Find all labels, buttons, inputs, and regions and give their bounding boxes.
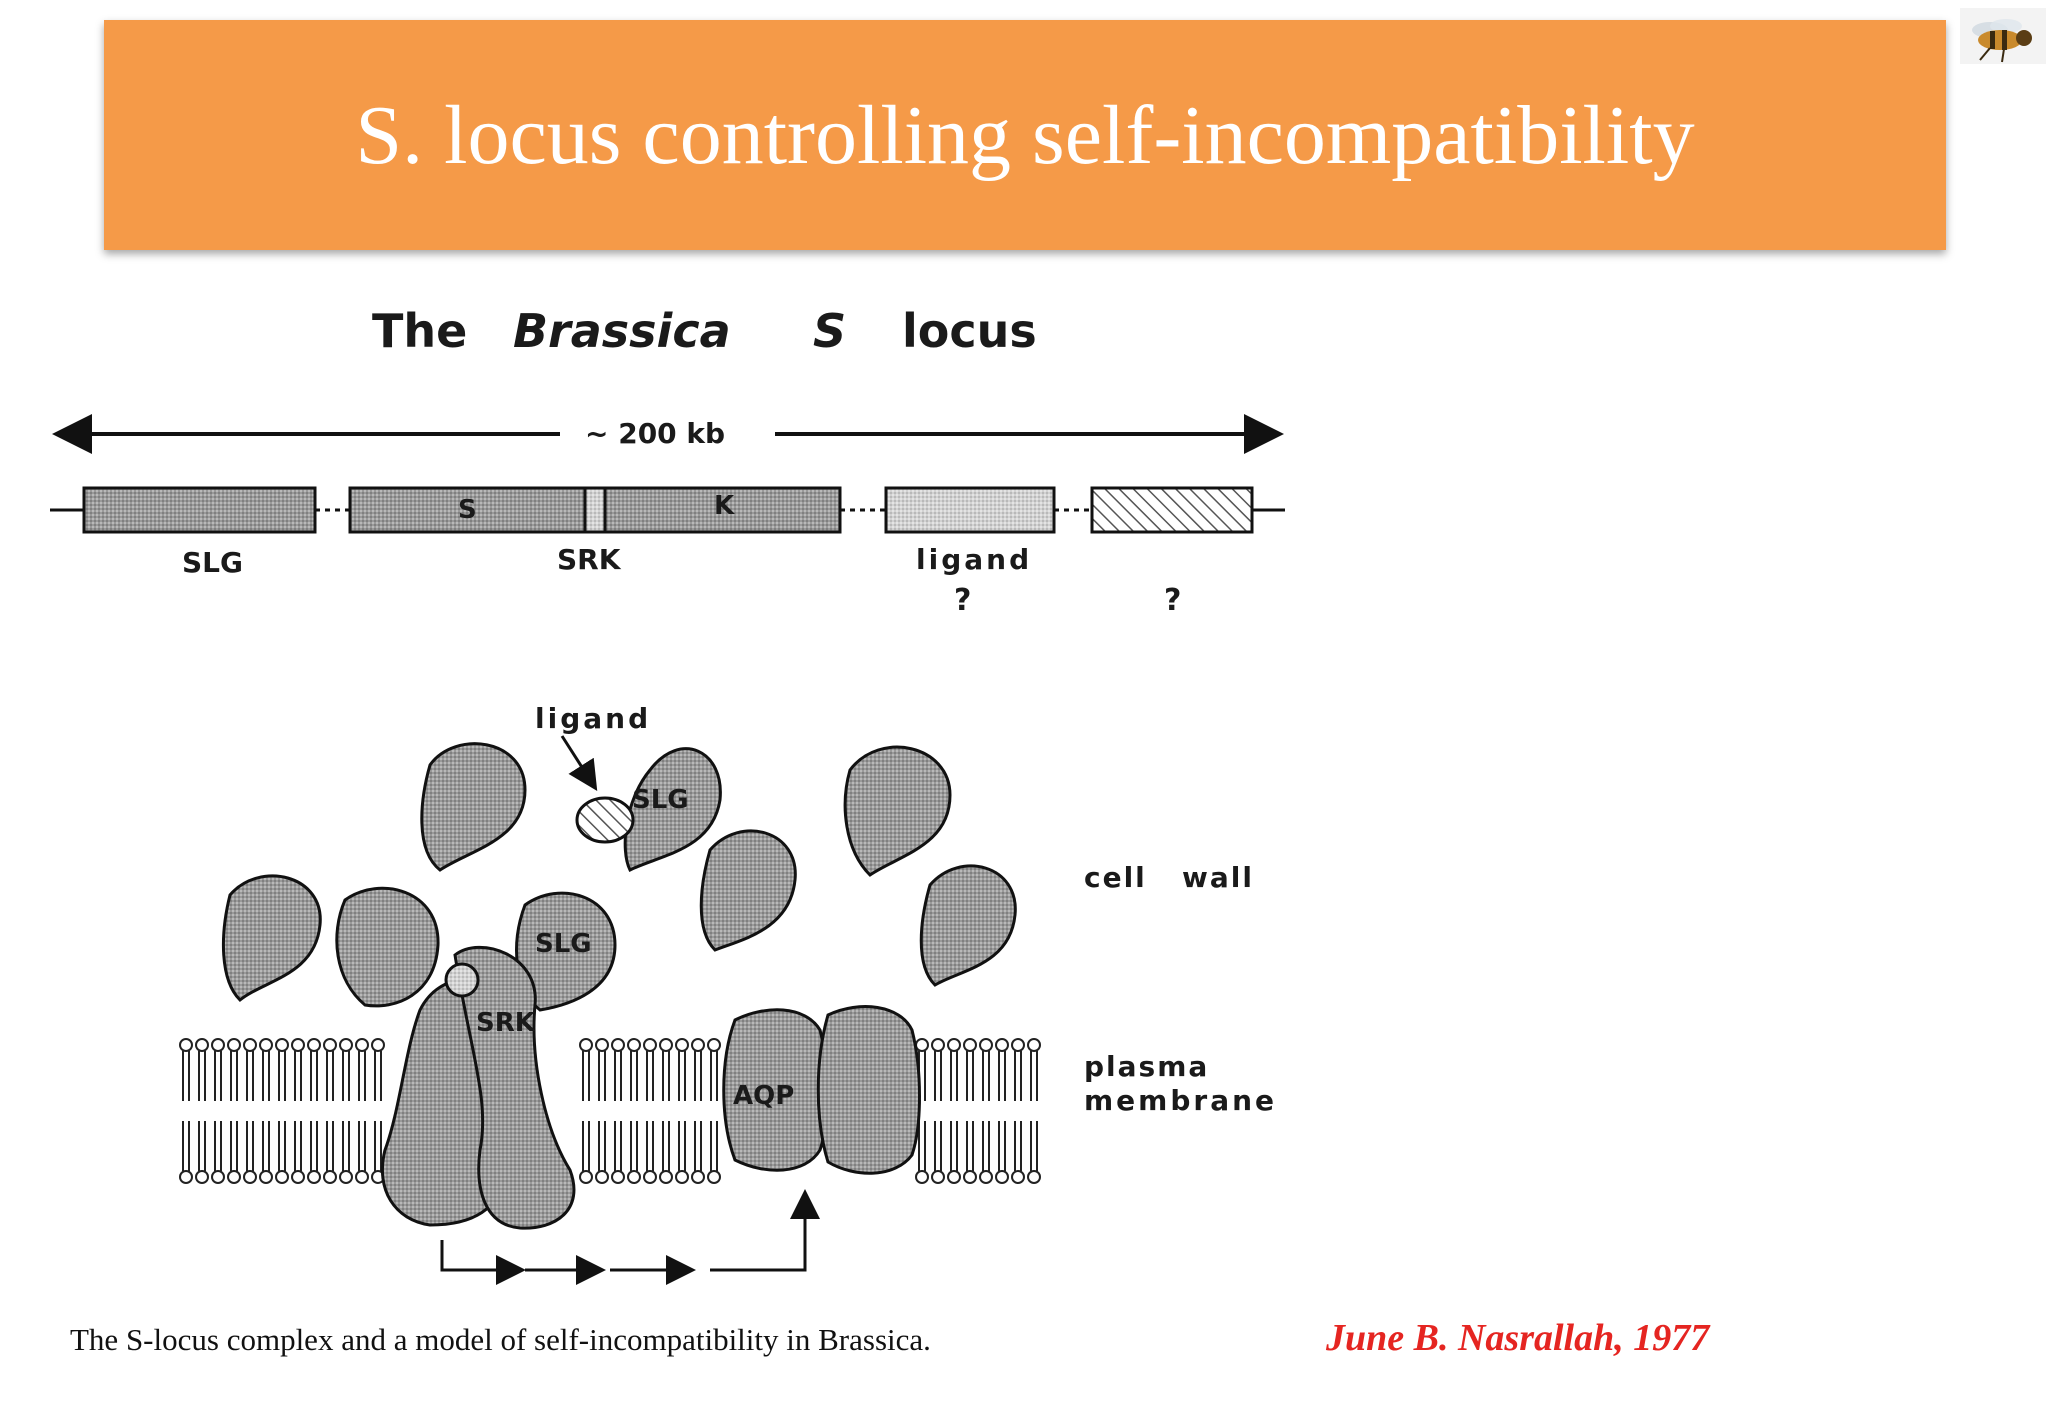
lipid-head	[675, 1038, 689, 1052]
lipid-head	[915, 1170, 929, 1184]
lipid-head	[243, 1170, 257, 1184]
lipid-head	[275, 1170, 289, 1184]
lipid-head	[579, 1170, 593, 1184]
citation: June B. Nasrallah, 1977	[1326, 1317, 1710, 1359]
bee-icon	[1960, 8, 2046, 64]
question-mark-2: ?	[1164, 583, 1181, 618]
ligand-arrow	[560, 735, 598, 792]
gene-label-ligand: ligand	[916, 543, 1032, 576]
lipid-head	[691, 1170, 705, 1184]
lipid-head	[339, 1170, 353, 1184]
slide-title: S. locus controlling self-incompatibilit…	[355, 88, 1695, 182]
lipid-head	[931, 1038, 945, 1052]
lipid-head	[211, 1170, 225, 1184]
gene-label-srk: SRK	[557, 543, 622, 576]
lipid-head	[931, 1170, 945, 1184]
lipid-head	[355, 1170, 369, 1184]
lipid-head	[611, 1038, 625, 1052]
protein-slg-lower: SLG	[535, 929, 592, 959]
lipid-head	[323, 1038, 337, 1052]
lipid-head	[291, 1038, 305, 1052]
question-mark-1: ?	[954, 583, 971, 618]
srk-receptor	[380, 945, 576, 1230]
signal-pathway-arrows	[440, 1189, 820, 1285]
lipid-head	[355, 1038, 369, 1052]
cell-wall-proteins	[222, 742, 1017, 1012]
lipid-head	[611, 1170, 625, 1184]
lipid-head	[179, 1170, 193, 1184]
lipid-head	[291, 1170, 305, 1184]
gene-box-slg	[82, 486, 317, 534]
lipid-head	[995, 1038, 1009, 1052]
lipid-head	[595, 1038, 609, 1052]
lipid-head	[963, 1170, 977, 1184]
lipid-head	[1027, 1170, 1041, 1184]
gene-box-unknown	[1090, 486, 1254, 534]
lipid-head	[1011, 1170, 1025, 1184]
lipid-head	[643, 1038, 657, 1052]
protein-srk-label: SRK	[476, 1008, 536, 1038]
lipid-head	[995, 1170, 1009, 1184]
plasma-label: plasma	[1084, 1050, 1209, 1083]
lipid-head	[211, 1038, 225, 1052]
lipid-head	[307, 1170, 321, 1184]
aqp-channel	[722, 1005, 921, 1175]
lipid-head	[659, 1038, 673, 1052]
cell-wall-label: cell wall	[1084, 861, 1254, 894]
lipid-head	[259, 1170, 273, 1184]
membrane-lipids	[179, 1038, 1041, 1184]
lipid-head	[947, 1170, 961, 1184]
lipid-head	[595, 1170, 609, 1184]
membrane-label: membrane	[1084, 1084, 1277, 1117]
lipid-head	[371, 1038, 385, 1052]
gene-label-slg: SLG	[182, 546, 243, 579]
lipid-head	[979, 1170, 993, 1184]
lipid-head	[915, 1038, 929, 1052]
lipid-head	[1027, 1038, 1041, 1052]
figure-caption: The S-locus complex and a model of self-…	[70, 1322, 931, 1357]
lipid-head	[643, 1170, 657, 1184]
gene-box-srk-k	[603, 486, 842, 534]
lipid-head	[707, 1170, 721, 1184]
scale-label: ~ 200 kb	[585, 417, 725, 450]
lipid-head	[259, 1038, 273, 1052]
lipid-head	[195, 1038, 209, 1052]
lipid-head	[579, 1038, 593, 1052]
domain-k-label: K	[714, 491, 735, 521]
lipid-head	[627, 1170, 641, 1184]
lipid-head	[179, 1038, 193, 1052]
lipid-head	[227, 1170, 241, 1184]
lipid-head	[323, 1170, 337, 1184]
gene-box-ligand	[884, 486, 1056, 534]
domain-s-label: S	[458, 495, 477, 525]
lipid-head	[947, 1038, 961, 1052]
lipid-head	[195, 1170, 209, 1184]
lipid-head	[675, 1170, 689, 1184]
protein-slg-upper: SLG	[632, 785, 689, 815]
lipid-head	[963, 1038, 977, 1052]
lipid-head	[707, 1038, 721, 1052]
s-locus-diagram: The Brassica S locus ~ 200 kb S K SLG SR…	[50, 304, 1285, 1285]
lipid-head	[227, 1038, 241, 1052]
model-ligand-label: ligand	[535, 702, 651, 735]
title-banner: S. locus controlling self-incompatibilit…	[104, 20, 1946, 250]
lipid-head	[659, 1170, 673, 1184]
gene-box-srk-s	[348, 486, 587, 534]
lipid-head	[339, 1038, 353, 1052]
lipid-head	[243, 1038, 257, 1052]
lipid-head	[979, 1038, 993, 1052]
lipid-head	[307, 1038, 321, 1052]
lipid-head	[275, 1038, 289, 1052]
gene-box-srk-tm	[583, 486, 607, 534]
lipid-head	[627, 1038, 641, 1052]
diagram-heading: The Brassica S locus	[372, 304, 1037, 358]
lipid-head	[1011, 1038, 1025, 1052]
protein-aqp-label: AQP	[733, 1081, 794, 1111]
lipid-head	[691, 1038, 705, 1052]
